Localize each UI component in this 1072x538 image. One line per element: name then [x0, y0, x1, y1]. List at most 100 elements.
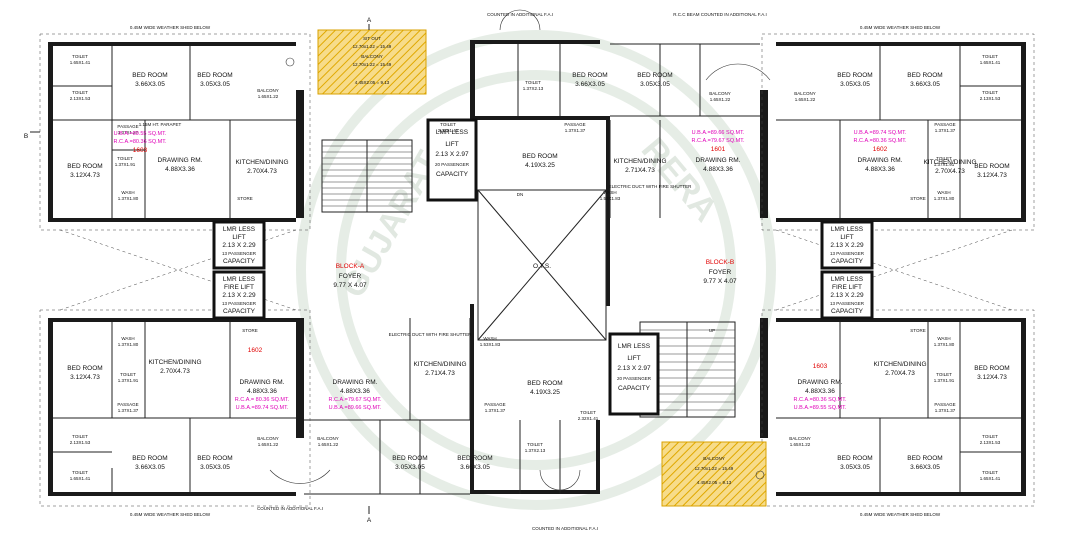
hatched-label: 12.70x1.22 = 15.49: [353, 62, 392, 67]
room-label: KITCHEN/DINING: [613, 158, 666, 165]
foyer-b-size: 9.77 X 4.07: [703, 278, 737, 285]
room-size: 1.65X1.22: [790, 442, 811, 447]
room-size: 2.70X4.73: [160, 368, 190, 375]
room-label: BALCONY: [257, 88, 279, 93]
hatched-label: 4.45X2.05 = 9.13: [355, 80, 390, 85]
hatched-label: 12.70x1.22 = 15.49: [695, 466, 734, 471]
room-size: 4.88X3.36: [165, 166, 195, 173]
room-label: DRAWING RM.: [858, 157, 903, 164]
weather-shed-note: 0.45M WIDE WEATHER SHED BELOW: [130, 25, 211, 30]
room-label: STORE: [242, 328, 257, 333]
lift-capacity: CAPACITY: [618, 385, 651, 392]
lift-size: 2.13 X 2.29: [222, 242, 256, 249]
foyer-a-label: FOYER: [339, 273, 362, 280]
room-label: DRAWING RM.: [696, 157, 741, 164]
lift-label: FIRE LIFT: [224, 284, 254, 291]
flat-center-top: TOILET 2.32X1.41 BED ROOM 4.19X3.25 TOIL…: [438, 72, 745, 201]
lift-a-lower: LMR LESS FIRE LIFT 2.13 X 2.29 13 PASSEN…: [212, 270, 266, 320]
room-size: 2.70X4.73: [885, 370, 915, 377]
flat-number: 1602: [248, 347, 263, 354]
room-label: KITCHEN/DINING: [235, 159, 288, 166]
weather-shed-note: 0.45M WIDE WEATHER SHED BELOW: [860, 512, 941, 517]
lift-b-upper: LMR LESS LIFT 2.13 X 2.29 13 PASSENGER C…: [820, 220, 874, 270]
room-label: PASSAGE: [484, 402, 505, 407]
room-size: 3.66X3.05: [910, 81, 940, 88]
room-label: KITCHEN/DINING: [148, 359, 201, 366]
ots-void: O.T.S.: [477, 189, 607, 341]
lift-label: LMR LESS: [223, 276, 256, 283]
room-size: 1.37X1.80: [118, 196, 139, 201]
rca-area: R.C.A.= 80.36 SQ.MT.: [235, 397, 290, 403]
section-marker-left: B: [24, 133, 28, 140]
room-label: BED ROOM: [527, 380, 562, 387]
room-label: DRAWING RM.: [798, 379, 843, 386]
room-size: 4.88X3.36: [340, 388, 370, 395]
lift-a-upper: LMR LESS LIFT 2.13 X 2.29 13 PASSENGER C…: [212, 220, 266, 270]
room-label: TOILET: [982, 54, 998, 59]
room-size: 1.65X1.22: [795, 97, 816, 102]
room-size: 4.19X3.25: [525, 162, 555, 169]
lift-capacity: 13 PASSENGER: [222, 251, 257, 256]
room-size: 1.53X1.83: [600, 196, 621, 201]
lift-label: LIFT: [840, 234, 853, 241]
rca-area: R.C.A.=79.67 SQ.MT.: [328, 397, 382, 403]
stair-dn: DN: [517, 192, 524, 197]
room-size: 3.05X3.05: [200, 464, 230, 471]
room-size: 3.05X3.05: [395, 464, 425, 471]
room-size: 3.12X4.73: [70, 374, 100, 381]
room-size: 1.37X2.13: [523, 86, 544, 91]
flat-bottom-right: 1603 DRAWING RM. 4.88X3.36 R.C.A.=80.36 …: [789, 328, 1009, 481]
flat-top-left: TOILET 1.65X1.41 TOILET 2.13X1.53 BED RO…: [67, 54, 288, 201]
lift-b-lower: LMR LESS FIRE LIFT 2.13 X 2.29 13 PASSEN…: [820, 270, 874, 320]
room-size: 1.37X1.37: [118, 408, 139, 413]
room-size: 3.05X3.05: [200, 81, 230, 88]
room-label: BED ROOM: [837, 455, 872, 462]
lift-size: 2.13 X 2.97: [435, 151, 469, 158]
flat-center-bottom: ELECTRIC DUCT WITH FIRE SHUTTER DRAWING …: [317, 332, 599, 471]
room-size: 1.37X1.80: [118, 342, 139, 347]
weather-shed-note: 0.45M WIDE WEATHER SHED BELOW: [130, 512, 211, 517]
room-size: 1.37X1.37: [118, 130, 139, 135]
room-size: 2.13X1.53: [70, 440, 91, 445]
room-label: WASH: [121, 190, 134, 195]
room-size: 2.13X1.53: [980, 96, 1001, 101]
room-label: TOILET: [120, 372, 136, 377]
room-label: BALCONY: [789, 436, 811, 441]
block-a-label: BLOCK-A: [336, 263, 365, 270]
room-label: TOILET: [72, 470, 88, 475]
room-label: BED ROOM: [457, 455, 492, 462]
stair-up: UP: [709, 328, 715, 333]
room-label: BED ROOM: [974, 365, 1009, 372]
room-size: 1.37X1.80: [934, 196, 955, 201]
room-size: 1.37X1.37: [935, 408, 956, 413]
lift-label: LIFT: [445, 141, 458, 148]
lift-center-bottom: LMR LESS LIFT 2.13 X 2.97 20 PASSENGER C…: [608, 332, 660, 416]
room-size: 1.65X1.41: [980, 60, 1001, 65]
lift-label: LMR LESS: [831, 226, 864, 233]
flat-bottom-left: WASH 1.37X1.80 BED ROOM 3.12X4.73 TOILET…: [67, 328, 289, 481]
room-label: KITCHEN/DINING: [413, 361, 466, 368]
room-label: BED ROOM: [132, 455, 167, 462]
flat-top-right: BED ROOM 3.05X3.05 BED ROOM 3.66X3.05 BA…: [794, 54, 1009, 201]
fai-note: COUNTED IN ADDITIONAL F.A.I: [487, 12, 553, 17]
room-label: BED ROOM: [132, 72, 167, 79]
room-label: TOILET: [982, 470, 998, 475]
room-size: 1.37X2.13: [525, 448, 546, 453]
room-size: 3.66X3.05: [910, 464, 940, 471]
room-label: STORE: [237, 196, 252, 201]
room-label: TOILET: [580, 410, 596, 415]
room-size: 3.66X3.05: [575, 81, 605, 88]
room-size: 2.70X4.73: [247, 168, 277, 175]
room-label: BALCONY: [317, 436, 339, 441]
room-size: 2.70X4.73: [935, 168, 965, 175]
room-label: BED ROOM: [67, 163, 102, 170]
flat-number: 1603: [813, 363, 828, 370]
hatched-label: SIT OUT: [363, 36, 381, 41]
lift-label: LMR LESS: [223, 226, 256, 233]
room-size: 1.37X1.37: [565, 128, 586, 133]
room-size: 1.65X1.22: [710, 97, 731, 102]
exterior-walls: [48, 40, 1026, 496]
lift-label: LMR LESS: [618, 343, 651, 350]
room-label: BALCONY: [794, 91, 816, 96]
room-size: 3.05X3.05: [840, 464, 870, 471]
